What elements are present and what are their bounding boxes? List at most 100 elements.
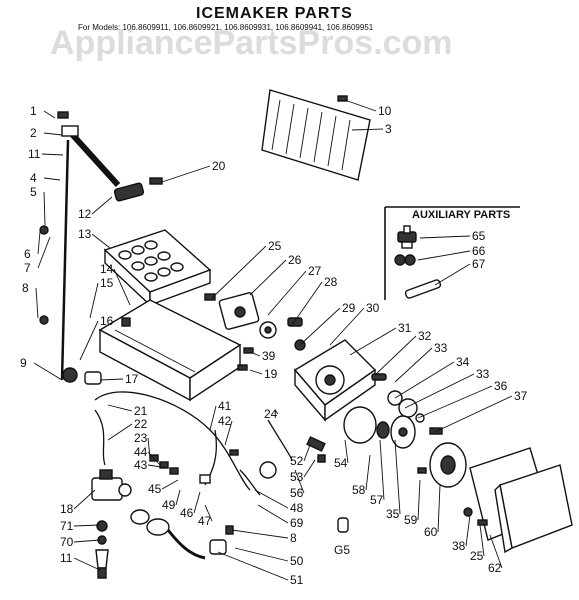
callout-label: 5 xyxy=(30,185,37,199)
callout-leader xyxy=(73,539,101,543)
callout-label: 25 xyxy=(470,549,484,563)
callout-label: 16 xyxy=(100,314,114,328)
callout-label: 20 xyxy=(212,159,226,173)
watermark: AppliancePartsPros.com xyxy=(50,24,452,62)
tube-part xyxy=(404,279,442,299)
callout-leader xyxy=(267,270,307,316)
g5-part: G5 xyxy=(334,517,350,557)
callout-leader xyxy=(231,529,289,539)
callout-label: 71 xyxy=(60,519,74,533)
callout-leader xyxy=(107,404,133,412)
callout-label: 4 xyxy=(30,171,37,185)
callout-leader xyxy=(147,464,169,469)
callout-label: 12 xyxy=(78,207,92,221)
callout-leader xyxy=(73,524,101,527)
cam-gear-parts xyxy=(218,292,306,371)
callout-label: 58 xyxy=(352,483,366,497)
callout-leader xyxy=(303,444,311,462)
callout-label: 26 xyxy=(288,253,302,267)
callout-label: 53 xyxy=(290,470,304,484)
callout-leader xyxy=(465,514,471,547)
callout-label: 23 xyxy=(134,431,148,445)
callout-label: 37 xyxy=(514,389,528,403)
callout-leader xyxy=(204,504,213,522)
callout-label: 2 xyxy=(30,126,37,140)
callout-label: 70 xyxy=(60,535,74,549)
fill-rod-part xyxy=(39,111,121,385)
callout-label: 62 xyxy=(488,561,502,575)
shelf-grille-part xyxy=(261,89,371,181)
callout-leader xyxy=(351,128,384,131)
callout-label: 43 xyxy=(134,458,148,472)
callout-leader xyxy=(365,454,371,491)
callout-leader xyxy=(193,491,201,514)
callout-label: 47 xyxy=(198,514,212,528)
callout-leader xyxy=(99,378,124,381)
callout-label: 67 xyxy=(472,257,486,271)
motor-part xyxy=(417,442,467,488)
callout-label: 38 xyxy=(452,539,466,553)
callout-leader xyxy=(35,287,39,319)
callout-label: 56 xyxy=(290,486,304,500)
callout-leader xyxy=(107,423,133,441)
callout-leader xyxy=(217,551,289,581)
callout-label: 57 xyxy=(370,493,384,507)
callout-leader xyxy=(91,233,111,249)
callout-label: 29 xyxy=(342,301,356,315)
icemaker-housing-part xyxy=(98,299,242,402)
callout-label: 35 xyxy=(386,507,400,521)
callout-label: 33 xyxy=(434,341,448,355)
callout-label: 28 xyxy=(324,275,338,289)
callout-leader xyxy=(257,504,289,524)
callout-leader xyxy=(43,132,63,136)
callout-leader xyxy=(344,439,349,464)
page-title: ICEMAKER PARTS xyxy=(196,5,353,22)
callout-label: 50 xyxy=(290,554,304,568)
callout-label: 30 xyxy=(366,301,380,315)
callout-label: 33 xyxy=(476,367,490,381)
callout-leader xyxy=(437,484,441,533)
callout-label: 9 xyxy=(20,356,27,370)
callout-leader xyxy=(113,268,131,306)
callout-label: 39 xyxy=(262,349,276,363)
callout-leader xyxy=(419,235,471,239)
callout-label: 59 xyxy=(404,513,418,527)
callout-leader xyxy=(43,191,46,226)
callout-label: 10 xyxy=(378,104,392,118)
callout-label: 69 xyxy=(290,516,304,530)
callout-leader xyxy=(147,437,151,459)
callout-leader xyxy=(479,524,485,557)
callout-leader xyxy=(344,99,377,112)
callout-label: 31 xyxy=(398,321,412,335)
callout-leader xyxy=(211,245,267,299)
callout-label: 41 xyxy=(218,399,232,413)
callout-label: 1 xyxy=(30,104,37,118)
callout-leader xyxy=(89,282,99,319)
callout-leader xyxy=(434,263,471,286)
callout-leader xyxy=(37,231,41,255)
callout-leader xyxy=(374,335,417,376)
callout-leader xyxy=(37,236,51,269)
callout-label: 11 xyxy=(60,551,73,565)
callout-leader xyxy=(434,395,513,433)
callout-label: 54 xyxy=(334,456,348,470)
callout-label: 46 xyxy=(180,506,194,520)
callout-leader xyxy=(417,385,493,419)
callout-label: 21 xyxy=(134,404,148,418)
callout-leader xyxy=(294,469,305,494)
callout-label: 19 xyxy=(264,367,278,381)
callout-leader xyxy=(394,347,433,383)
callout-label: 13 xyxy=(78,227,92,241)
callout-leader xyxy=(394,439,401,515)
callout-leader xyxy=(303,459,316,478)
auxiliary-parts-box: AUXILIARY PARTS xyxy=(384,206,520,300)
callout-leader xyxy=(234,547,289,562)
shutoff-arm-part xyxy=(113,177,163,202)
callout-leader xyxy=(41,153,64,156)
motor-housing-part xyxy=(293,339,377,422)
callout-label: 48 xyxy=(290,501,304,515)
callout-label: 3 xyxy=(385,122,392,136)
ice-mold-tray-part xyxy=(103,229,216,307)
